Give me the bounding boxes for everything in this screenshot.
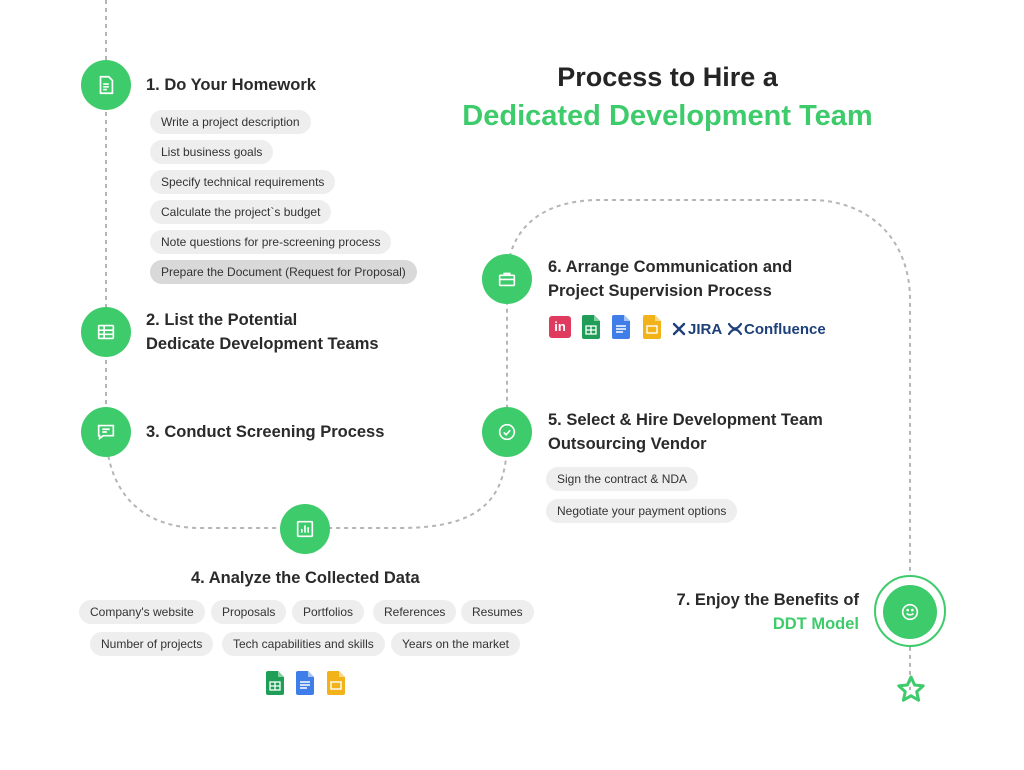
step-7-line2: DDT Model: [772, 615, 859, 633]
step-7-label: 7. Enjoy the Benefits of DDT Model: [620, 588, 859, 636]
title-line1: Process to Hire a: [557, 62, 778, 92]
data-item: Proposals: [211, 600, 287, 624]
homework-item: Write a project description: [150, 110, 311, 134]
check-icon: [482, 407, 532, 457]
step-3-label: 3. Conduct Screening Process: [146, 423, 385, 441]
hire-item: Sign the contract & NDA: [546, 467, 699, 491]
confluence-logo-text: Confluence: [744, 321, 826, 338]
briefcase-icon: [482, 254, 532, 304]
step-4-label: 4. Analyze the Collected Data: [191, 569, 420, 587]
step-5-label: 5. Select & Hire Development Team Outsou…: [548, 408, 823, 456]
confluence-icon: [727, 322, 743, 336]
google-docs-icon: [612, 315, 630, 339]
smiley-icon: [883, 585, 937, 639]
step-7-line1: 7. Enjoy the Benefits of: [676, 591, 859, 609]
data-item: References: [373, 600, 457, 624]
document-icon: [81, 60, 131, 110]
jira-icon: [672, 322, 686, 336]
chat-icon: [81, 407, 131, 457]
homework-item-highlight: Prepare the Document (Request for Propos…: [150, 260, 417, 284]
homework-item: Note questions for pre-screening process: [150, 230, 392, 254]
google-docs-icon: [296, 671, 314, 695]
google-slides-icon: [327, 671, 345, 695]
step-6-line1: 6. Arrange Communication and: [548, 258, 793, 276]
diagram-title: Process to Hire a Dedicated Development …: [440, 58, 895, 136]
invision-icon: in: [549, 316, 571, 338]
step-5-line2: Outsourcing Vendor: [548, 435, 707, 453]
google-slides-icon: [643, 315, 661, 339]
star-icon: [897, 675, 925, 702]
step-5-line1: 5. Select & Hire Development Team: [548, 411, 823, 429]
data-item: Resumes: [461, 600, 534, 624]
data-item: Portfolios: [292, 600, 365, 624]
homework-item: Calculate the project`s budget: [150, 200, 332, 224]
step-6-line2: Project Supervision Process: [548, 282, 772, 300]
data-item: Years on the market: [391, 632, 520, 656]
step-2-line1: 2. List the Potential: [146, 311, 298, 329]
google-sheets-icon: [266, 671, 284, 695]
step-2-line2: Dedicate Development Teams: [146, 335, 379, 353]
google-sheets-icon: [582, 315, 600, 339]
homework-item: Specify technical requirements: [150, 170, 336, 194]
data-item: Number of projects: [90, 632, 214, 656]
data-item: Company's website: [79, 600, 205, 624]
table-icon: [81, 307, 131, 357]
step-6-label: 6. Arrange Communication and Project Sup…: [548, 255, 792, 303]
data-item: Tech capabilities and skills: [222, 632, 385, 656]
step-2-label: 2. List the Potential Dedicate Developme…: [146, 308, 379, 356]
step-1-label: 1. Do Your Homework: [146, 76, 316, 94]
title-line2: Dedicated Development Team: [462, 100, 873, 132]
homework-item: List business goals: [150, 140, 274, 164]
hire-item: Negotiate your payment options: [546, 499, 738, 523]
jira-logo-text: JIRA: [688, 321, 723, 338]
chart-icon: [280, 504, 330, 554]
